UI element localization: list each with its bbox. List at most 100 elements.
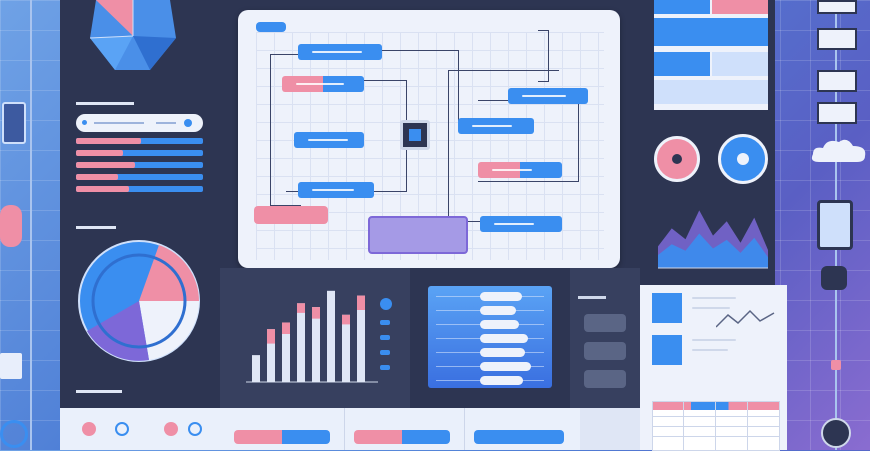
side-list-item[interactable] — [584, 370, 626, 388]
icon-pink[interactable] — [164, 422, 178, 436]
donut-icon[interactable] — [718, 134, 768, 184]
flowchart-board — [238, 10, 620, 268]
list-row-pill — [480, 292, 522, 301]
search-input[interactable] — [76, 114, 203, 132]
bar — [297, 303, 305, 382]
report-tile[interactable] — [652, 293, 682, 323]
bar — [357, 295, 365, 382]
table-icon — [652, 401, 780, 451]
bar-chart-icon — [246, 290, 378, 383]
flowchart-icon[interactable] — [400, 120, 430, 150]
left-strip — [0, 0, 60, 450]
top-left-panel — [60, 0, 220, 92]
bottom-row — [220, 408, 640, 450]
flow-node[interactable] — [480, 216, 562, 232]
list-row[interactable] — [436, 292, 544, 301]
link-icon[interactable] — [0, 205, 22, 247]
progress-fill — [76, 150, 123, 156]
progress-fill — [76, 162, 135, 168]
line-chart-icon — [716, 309, 775, 328]
panel-heading — [76, 390, 122, 393]
list-row[interactable] — [436, 334, 544, 343]
progress-bar — [76, 186, 203, 192]
dark-button[interactable] — [821, 266, 847, 290]
left-card — [0, 353, 22, 379]
action-button[interactable] — [474, 430, 564, 444]
area-series — [658, 233, 768, 268]
panel-heading — [76, 226, 116, 229]
icon-pink[interactable] — [82, 422, 96, 436]
shield-icon — [90, 0, 176, 70]
area-chart-icon — [658, 210, 768, 269]
pie-chart-icon — [78, 240, 200, 362]
flow-node[interactable] — [282, 76, 364, 92]
pink-dot — [831, 360, 841, 370]
donut-panel — [640, 120, 775, 192]
flow-node[interactable] — [298, 182, 374, 198]
progress-bar — [76, 150, 203, 156]
progress-bar — [76, 162, 203, 168]
left-vertical-line — [30, 0, 32, 450]
left-pie-panel — [60, 214, 220, 374]
flow-node[interactable] — [508, 88, 588, 104]
flow-node[interactable] — [298, 44, 382, 60]
bar — [282, 322, 290, 382]
cloud-icon — [811, 139, 866, 162]
list-row[interactable] — [436, 306, 544, 315]
round-button[interactable] — [821, 418, 851, 448]
progress-fill — [76, 138, 141, 144]
bar-cap — [342, 314, 350, 325]
list-row-pill — [480, 306, 516, 315]
left-box-icon[interactable] — [2, 102, 26, 144]
right-card — [654, 0, 768, 110]
bar-cap — [312, 307, 320, 319]
bar-cap — [282, 322, 290, 334]
flowchart-tab[interactable] — [256, 22, 286, 32]
list-row[interactable] — [436, 376, 544, 385]
flow-node[interactable] — [478, 162, 562, 178]
left-footer-panel — [60, 374, 220, 408]
flow-node[interactable] — [294, 132, 364, 148]
list-row[interactable] — [436, 362, 544, 371]
progress-fill — [76, 186, 129, 192]
donut-icon[interactable] — [654, 136, 700, 182]
left-circle-icon[interactable] — [0, 420, 28, 448]
bar-chart-legend — [380, 298, 396, 370]
right-box[interactable] — [817, 28, 857, 50]
progress-fill — [76, 174, 118, 180]
list-row[interactable] — [436, 348, 544, 357]
icon-blue[interactable] — [188, 422, 202, 436]
list-row-pill — [480, 362, 531, 371]
list-row-pill — [480, 376, 523, 385]
bar — [267, 329, 275, 382]
right-strip — [787, 0, 870, 450]
bar — [342, 314, 350, 382]
right-box[interactable] — [817, 70, 857, 92]
bar-chart-panel — [220, 268, 410, 408]
flow-node-purple[interactable] — [368, 216, 468, 254]
bar-cap — [267, 329, 275, 344]
panel-heading — [76, 102, 134, 105]
bar — [252, 355, 260, 382]
bar — [312, 307, 320, 382]
side-list-panel — [570, 268, 640, 408]
list-panel — [410, 268, 570, 408]
toggle-button[interactable] — [234, 430, 330, 444]
list-row[interactable] — [436, 320, 544, 329]
flow-node-pink[interactable] — [254, 206, 328, 224]
search-icon — [82, 120, 87, 125]
right-box[interactable] — [817, 102, 857, 124]
right-box[interactable] — [817, 0, 857, 14]
list-row-pill — [480, 320, 519, 329]
toggle-button[interactable] — [354, 430, 450, 444]
area-chart-panel — [640, 192, 775, 285]
side-list-item[interactable] — [584, 342, 626, 360]
right-report-panel — [640, 285, 787, 451]
flow-node[interactable] — [458, 118, 534, 134]
side-list-item[interactable] — [584, 314, 626, 332]
icon-blue[interactable] — [115, 422, 129, 436]
camera-icon[interactable] — [817, 200, 853, 250]
report-tile[interactable] — [652, 335, 682, 365]
list-card — [428, 286, 552, 388]
left-icon-row — [60, 408, 220, 450]
